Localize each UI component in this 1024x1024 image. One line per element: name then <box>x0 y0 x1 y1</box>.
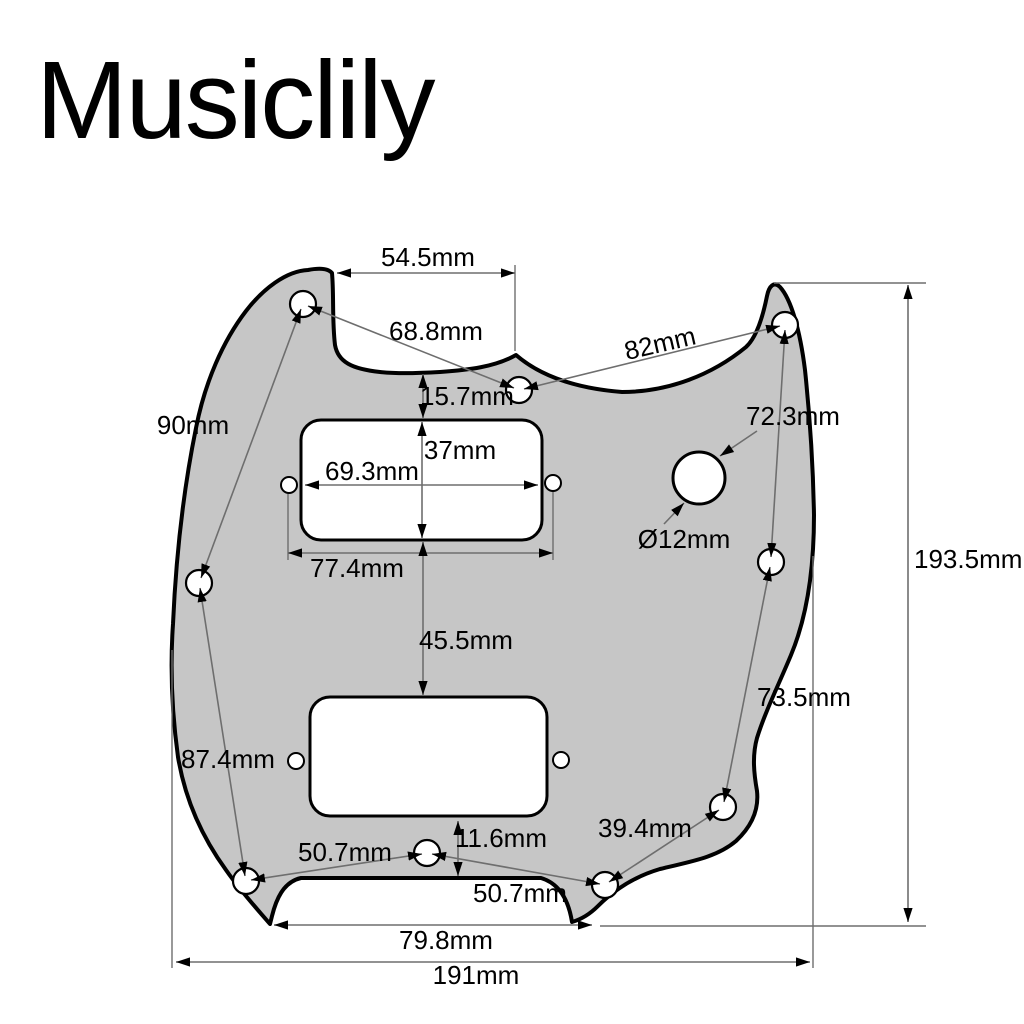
dim-label-11-6: 11.6mm <box>455 823 547 853</box>
dim-label-191: 191mm <box>433 960 520 990</box>
dim-label-39-4: 39.4mm <box>598 813 692 843</box>
measure-line-72-3 <box>767 329 789 558</box>
dim-label-193-5: 193.5mm <box>914 544 1022 574</box>
screw-hole-bottom-center <box>412 838 442 868</box>
screw-hole-bottom-right <box>590 870 620 900</box>
pickup-opening-bottom <box>308 695 549 818</box>
measure-line-68-8 <box>307 305 515 389</box>
dim-label-87-4: 87.4mm <box>181 744 275 774</box>
pickup-screw-hole-top-left <box>280 476 298 494</box>
dim-label-90: 90mm <box>157 410 229 440</box>
dim-label-82: 82mm <box>621 320 698 365</box>
measure-line-39-4 <box>608 809 720 883</box>
pickup-screw-hole-top-right <box>544 474 562 492</box>
screw-hole-bottom-left <box>231 866 261 896</box>
dim-label-68-8: 68.8mm <box>389 316 483 346</box>
screw-hole-top-left <box>288 289 318 319</box>
measure-line-90 <box>200 308 302 579</box>
screw-hole-lower-right <box>708 792 738 822</box>
measure-line-82 <box>523 324 781 391</box>
screw-hole-mid-left <box>184 568 214 598</box>
dim-label-50-7-right: 50.7mm <box>473 878 567 908</box>
dim-label-73-5: 73.5mm <box>757 682 851 712</box>
dim-label-72-3: 72.3mm <box>746 401 840 431</box>
leader-72-3-to-hole <box>719 430 758 457</box>
leader-dia12-to-hole <box>663 502 685 525</box>
dim-label-50-7-left: 50.7mm <box>298 837 392 867</box>
dim-label-77-4: 77.4mm <box>310 553 404 583</box>
dim-label-79-8: 79.8mm <box>399 925 493 955</box>
measure-line-50-7-left <box>250 851 423 883</box>
pickup-screw-hole-bottom-right <box>552 751 570 769</box>
pickup-screw-hole-bottom-left <box>287 752 305 770</box>
brand-logo: Musiclily <box>36 39 436 162</box>
dim-label-37: 37mm <box>424 435 496 465</box>
measure-line-73-5 <box>722 566 772 803</box>
dim-label-45-5: 45.5mm <box>419 625 513 655</box>
dim-label-dia12: Ø12mm <box>638 524 730 554</box>
dim-label-69-3: 69.3mm <box>325 456 419 486</box>
dim-label-54-5: 54.5mm <box>381 242 475 272</box>
dim-label-15-7: 15.7mm <box>420 381 514 411</box>
measure-line-87-4 <box>197 587 248 877</box>
round-hole-12mm <box>671 450 727 506</box>
